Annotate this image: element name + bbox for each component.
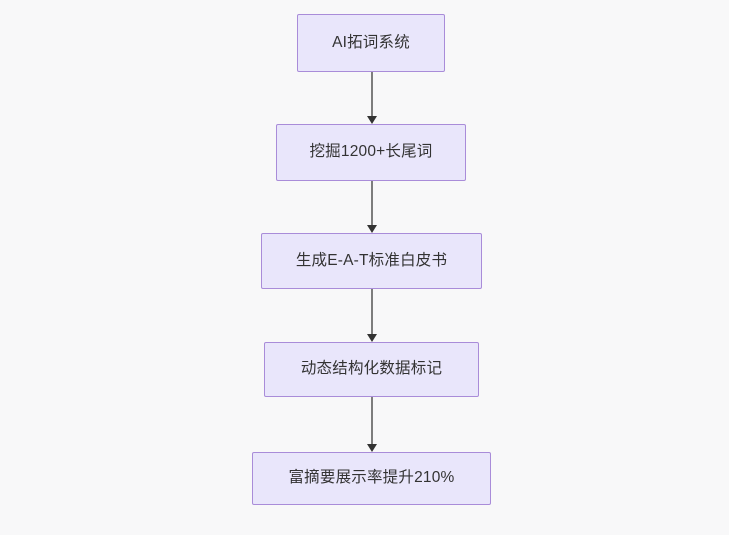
flowchart-node-label: 富摘要展示率提升210%: [288, 469, 455, 487]
edge-line: [371, 397, 373, 445]
flowchart-node-n1[interactable]: AI拓词系统: [297, 14, 445, 72]
arrow-down-icon: [367, 225, 377, 233]
flowchart-node-label: AI拓词系统: [332, 33, 410, 51]
edge-line: [371, 181, 373, 226]
flowchart-node-n2[interactable]: 挖掘1200+长尾词: [276, 124, 466, 181]
flowchart-node-n5[interactable]: 富摘要展示率提升210%: [252, 452, 491, 505]
flowchart-node-label: 动态结构化数据标记: [300, 360, 443, 378]
flowchart-node-label: 生成E-A-T标准白皮书: [295, 251, 448, 269]
arrow-down-icon: [367, 116, 377, 124]
flowchart-node-n3[interactable]: 生成E-A-T标准白皮书: [261, 233, 482, 289]
flowchart-node-n4[interactable]: 动态结构化数据标记: [264, 342, 479, 397]
flowchart-node-label: 挖掘1200+长尾词: [309, 143, 433, 161]
arrow-down-icon: [367, 334, 377, 342]
edge-line: [371, 289, 373, 335]
arrow-down-icon: [367, 444, 377, 452]
edge-line: [371, 72, 373, 117]
